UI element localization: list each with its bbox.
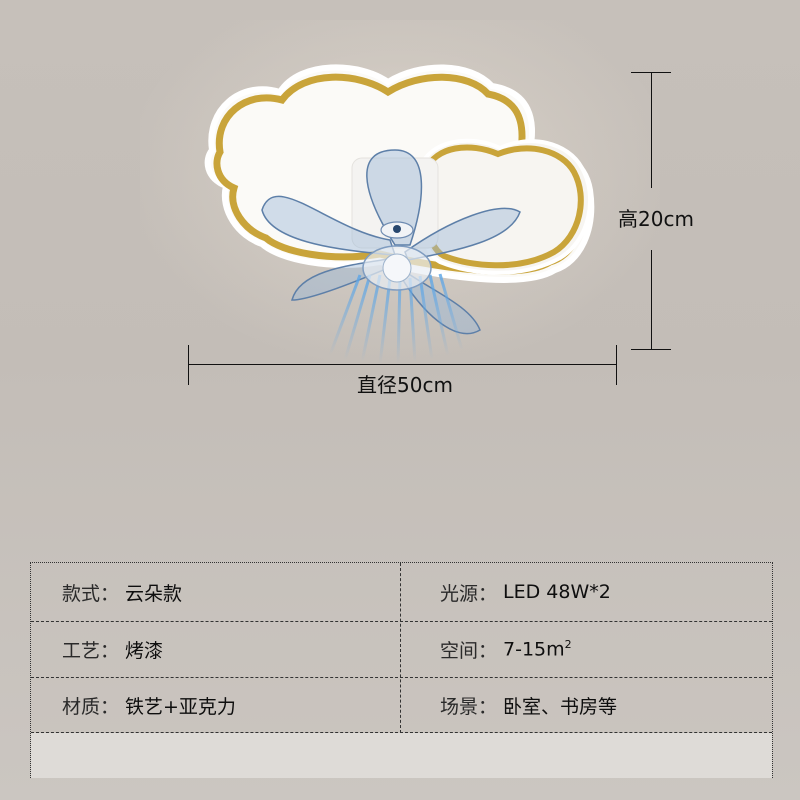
spec-value: LED 48W*2 bbox=[503, 581, 611, 603]
column-divider bbox=[400, 563, 401, 733]
height-dim-bottom-tick bbox=[631, 349, 671, 350]
spec-key: 材质： bbox=[62, 695, 120, 718]
spec-row: 款式：云朵款 光源：LED 48W*2 bbox=[31, 563, 772, 622]
diameter-dim-right-tick bbox=[616, 345, 617, 385]
height-dim-line-lower bbox=[651, 250, 652, 350]
spec-value: 烤漆 bbox=[125, 640, 164, 662]
spec-cell-scene: 场景：卧室、书房等 bbox=[440, 678, 617, 732]
spec-key: 工艺： bbox=[62, 640, 120, 662]
height-label: 高20cm bbox=[618, 207, 694, 231]
spec-row: 工艺：烤漆 空间：7-15m2 bbox=[31, 622, 772, 678]
spec-value: 云朵款 bbox=[125, 582, 183, 605]
spec-value: 铁艺+亚克力 bbox=[125, 695, 236, 718]
spec-cell-light-source: 光源：LED 48W*2 bbox=[440, 563, 611, 621]
spec-cell-craft: 工艺：烤漆 bbox=[62, 622, 163, 677]
spec-table: 款式：云朵款 光源：LED 48W*2 工艺：烤漆 空间：7-15m2 材质：铁… bbox=[30, 562, 773, 778]
spec-value: 7-15m2 bbox=[503, 638, 572, 660]
spec-key: 款式： bbox=[62, 582, 120, 605]
spec-key: 场景： bbox=[440, 695, 498, 718]
spec-cell-space: 空间：7-15m2 bbox=[440, 622, 572, 677]
superscript: 2 bbox=[564, 638, 572, 652]
airflow-streaks bbox=[328, 273, 464, 365]
spec-value: 卧室、书房等 bbox=[503, 695, 618, 718]
diameter-label: 直径50cm bbox=[357, 373, 453, 397]
ceiling-fan-lamp-illustration bbox=[213, 73, 593, 365]
spec-row-empty bbox=[31, 733, 772, 778]
diameter-dim-left-tick bbox=[188, 345, 189, 385]
height-dim-line-upper bbox=[651, 72, 652, 188]
product-photo: 高20cm 直径50cm bbox=[140, 20, 694, 397]
spec-key: 光源： bbox=[440, 582, 498, 605]
spec-key: 空间： bbox=[440, 640, 498, 662]
spec-cell-style: 款式：云朵款 bbox=[62, 563, 182, 621]
diameter-dim-line bbox=[188, 364, 617, 365]
cloud-frame-small bbox=[415, 138, 593, 275]
spec-cell-material: 材质：铁艺+亚克力 bbox=[62, 678, 236, 732]
spec-row: 材质：铁艺+亚克力 场景：卧室、书房等 bbox=[31, 678, 772, 733]
spec-value-text: 7-15m bbox=[503, 638, 565, 661]
